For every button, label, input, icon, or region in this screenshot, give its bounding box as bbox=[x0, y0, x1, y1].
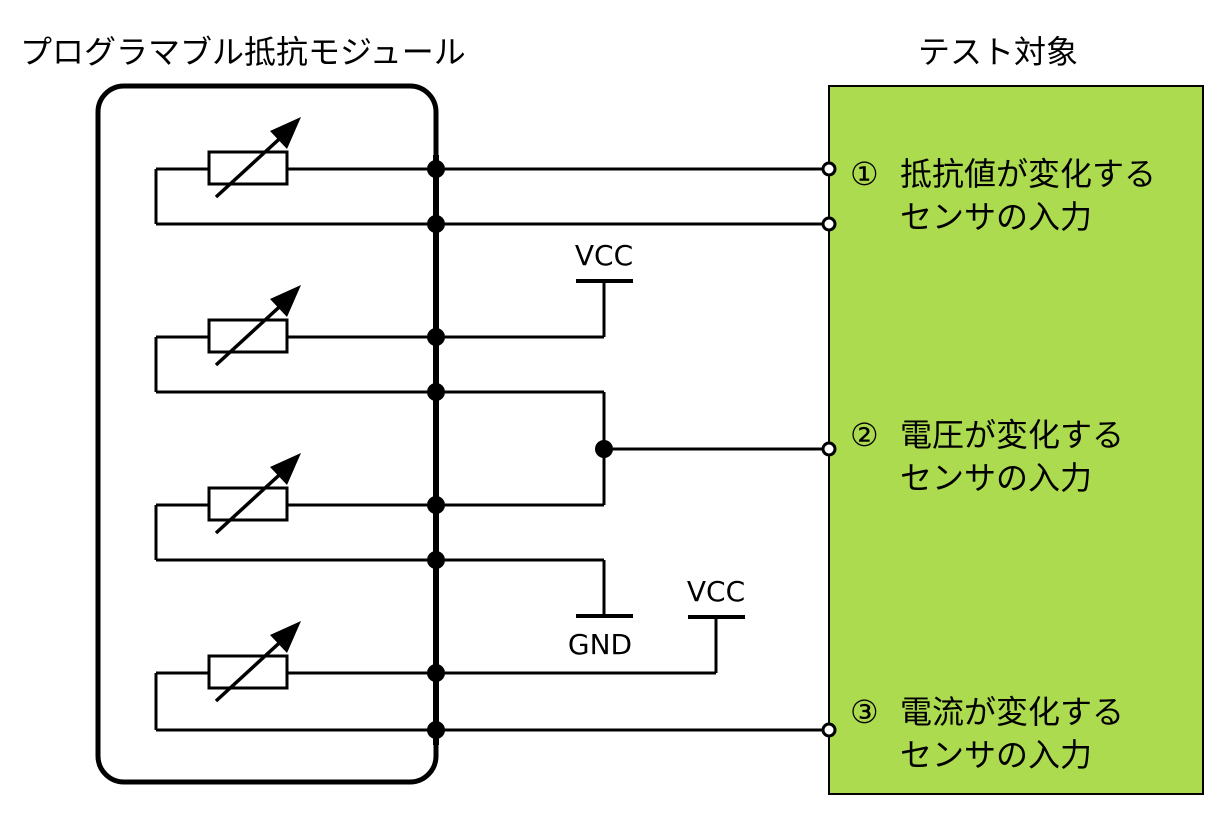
junction-dot bbox=[427, 328, 445, 346]
target-input-3: ③ 電流が変化する センサの入力 bbox=[850, 693, 1124, 774]
input-number: ② bbox=[850, 416, 879, 454]
vcc-label-2: VCC bbox=[687, 575, 745, 608]
junction-dots bbox=[427, 160, 613, 739]
input-label-line2: センサの入力 bbox=[900, 459, 1092, 497]
input-number: ① bbox=[850, 155, 879, 193]
junction-dot bbox=[595, 440, 613, 458]
module-title: プログラマブル抵抗モジュール bbox=[20, 33, 466, 71]
variable-resistor-1 bbox=[154, 115, 436, 226]
vcc-label-1: VCC bbox=[575, 239, 633, 272]
input-number: ③ bbox=[850, 693, 879, 731]
variable-resistor-4 bbox=[154, 619, 436, 732]
junction-dot bbox=[427, 496, 445, 514]
input-label-line1: 電圧が変化する bbox=[900, 416, 1124, 454]
target-title: テスト対象 bbox=[918, 33, 1078, 71]
terminal bbox=[821, 161, 837, 177]
input-label-line2: センサの入力 bbox=[900, 198, 1092, 236]
variable-resistor-3 bbox=[154, 451, 436, 562]
target-input-2: ② 電圧が変化する センサの入力 bbox=[850, 416, 1124, 497]
target-input-1: ① 抵抗値が変化する センサの入力 bbox=[850, 155, 1156, 236]
gnd-label: GND bbox=[568, 628, 632, 661]
wiring bbox=[436, 167, 823, 732]
terminal bbox=[821, 216, 837, 232]
test-target-block bbox=[828, 85, 1204, 795]
terminal bbox=[821, 722, 837, 738]
junction-dot bbox=[427, 551, 445, 569]
input-label-line1: 抵抗値が変化する bbox=[900, 155, 1156, 193]
input-terminals bbox=[821, 161, 837, 738]
junction-dot bbox=[427, 215, 445, 233]
terminal bbox=[821, 441, 837, 457]
junction-dot bbox=[427, 664, 445, 682]
junction-dot bbox=[427, 160, 445, 178]
input-label-line2: センサの入力 bbox=[900, 736, 1092, 774]
junction-dot bbox=[427, 721, 445, 739]
junction-dot bbox=[427, 383, 445, 401]
variable-resistor-2 bbox=[154, 283, 436, 394]
input-label-line1: 電流が変化する bbox=[900, 693, 1124, 731]
